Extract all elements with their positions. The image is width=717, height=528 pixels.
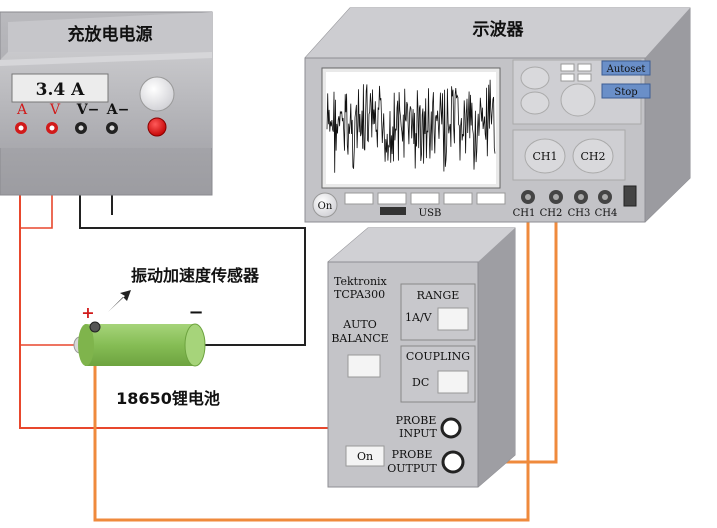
terminal-a-minus[interactable] [106, 122, 118, 134]
usb-label: USB [419, 208, 442, 219]
auto-balance-line1: AUTO [342, 318, 377, 331]
coupling-button[interactable] [437, 370, 469, 394]
soft-key-3[interactable] [410, 192, 440, 205]
probe-input-port[interactable] [440, 417, 462, 439]
stop-label: Stop [614, 87, 637, 98]
range-title: RANGE [417, 289, 460, 302]
soft-key-5[interactable] [476, 192, 506, 205]
ch1-port-label: CH1 [513, 208, 536, 219]
terminal-v-minus[interactable] [75, 122, 87, 134]
oscilloscope: 示波器 Autoset Stop CH1 CH2 On USB [304, 7, 691, 223]
power-button[interactable] [147, 117, 167, 137]
coupling-value: DC [412, 376, 429, 389]
coupling-title: COUPLING [406, 350, 470, 363]
oscilloscope-title: 示波器 [473, 19, 525, 40]
terminal-label-v-minus: V− [76, 102, 100, 118]
probe-input-line2: INPUT [399, 427, 437, 440]
probe-on-button[interactable] [345, 445, 385, 467]
scope-knob-1[interactable] [520, 66, 550, 90]
battery: + − [73, 290, 206, 367]
ch4-port[interactable] [598, 190, 612, 204]
usb-port-icon[interactable] [380, 207, 406, 215]
battery-plus-label: + [81, 303, 94, 322]
range-button[interactable] [437, 307, 469, 331]
probe-input-line1: PROBE [396, 414, 437, 427]
terminal-label-a-minus: A− [106, 102, 130, 118]
soft-key-1[interactable] [344, 192, 374, 205]
soft-key-2[interactable] [377, 192, 407, 205]
soft-key-4[interactable] [443, 192, 473, 205]
power-knob[interactable] [139, 76, 175, 112]
terminal-label-a: A [16, 102, 28, 118]
stop-button[interactable] [601, 83, 651, 99]
autoset-button[interactable] [601, 60, 651, 76]
probe-output-line2: OUTPUT [387, 462, 437, 475]
terminal-v[interactable] [46, 122, 58, 134]
ch4-port-label: CH4 [595, 208, 618, 219]
auto-balance-button[interactable] [347, 354, 381, 378]
sensor-arrow-icon [107, 290, 131, 313]
scope-small-btn-4[interactable] [577, 73, 592, 82]
wire-orange-ch1 [93, 205, 530, 522]
scope-power-switch[interactable] [623, 185, 637, 207]
battery-label: 18650锂电池 [116, 389, 220, 408]
terminal-label-v: V [49, 102, 61, 118]
range-value: 1A/V [405, 311, 433, 324]
scope-on-label: On [318, 201, 333, 212]
ch2-port-label: CH2 [540, 208, 563, 219]
terminal-a[interactable] [15, 122, 27, 134]
vibration-sensor [89, 321, 101, 333]
sensor-label: 振动加速度传感器 [131, 266, 260, 285]
auto-balance-line2: BALANCE [331, 332, 388, 345]
battery-minus-label: − [188, 302, 203, 323]
probe-output-port[interactable] [441, 450, 465, 474]
current-display-value: 3.4 A [36, 80, 85, 100]
power-supply-title: 充放电电源 [68, 24, 153, 45]
scope-small-btn-3[interactable] [560, 73, 575, 82]
ch3-port-label: CH3 [568, 208, 591, 219]
ch1-port[interactable] [521, 190, 535, 204]
scope-small-btn-2[interactable] [577, 63, 592, 72]
scope-knob-2[interactable] [520, 91, 550, 115]
ch1-knob-label: CH1 [532, 150, 557, 163]
ch3-port[interactable] [574, 190, 588, 204]
autoset-label: Autoset [606, 64, 646, 75]
scope-small-btn-1[interactable] [560, 63, 575, 72]
scope-on-button[interactable] [312, 192, 338, 218]
ch1-knob[interactable] [524, 138, 566, 174]
probe-on-label: On [357, 450, 373, 463]
probe-output-line1: PROBE [392, 448, 433, 461]
scope-waveform [326, 79, 496, 173]
scope-knob-3[interactable] [560, 83, 596, 117]
probe-model: TCPA300 [334, 288, 385, 301]
probe-amplifier: Tektronix TCPA300 RANGE 1A/V AUTO BALANC… [327, 227, 516, 488]
ch2-port[interactable] [549, 190, 563, 204]
probe-brand: Tektronix [334, 275, 388, 288]
ch2-knob[interactable] [572, 138, 614, 174]
power-supply: 充放电电源 3.4 A A V V− A− [0, 11, 213, 196]
ch2-knob-label: CH2 [580, 150, 605, 163]
current-display [11, 73, 109, 103]
